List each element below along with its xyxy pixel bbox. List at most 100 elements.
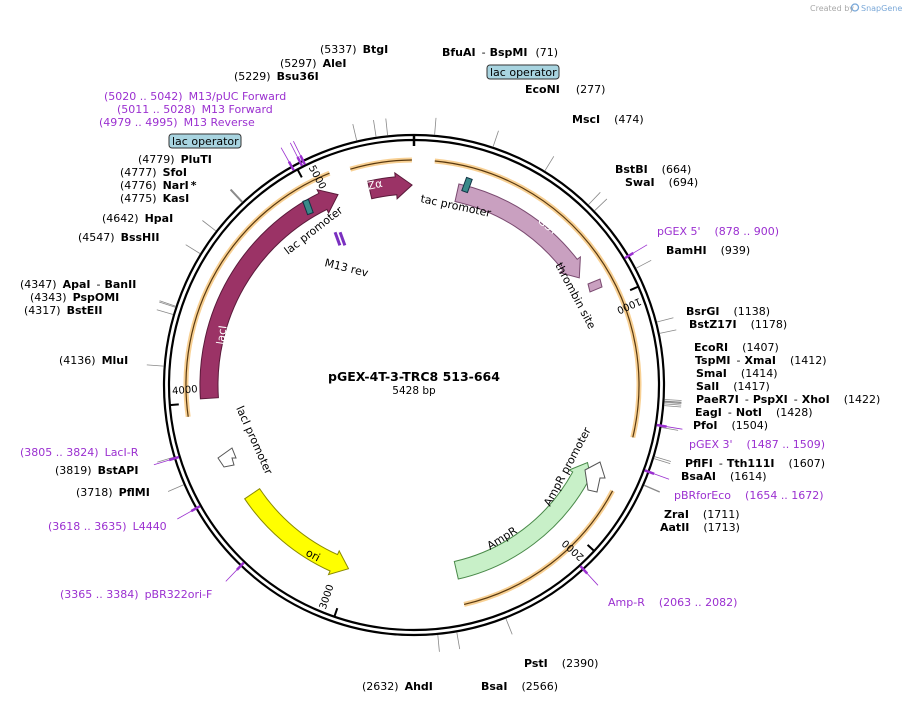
site-eagi[interactable]: EagI-NotI(1428) [695,406,813,419]
ampr-promoter-arrow [584,461,606,493]
site-bsshii[interactable]: (4547)BssHII [78,231,159,244]
site-pspomi[interactable]: (4343)PspOMI [30,291,119,304]
m13-rev-mark-a [333,231,342,246]
site-pflfi[interactable]: PflFI-Tth111I(1607) [685,457,825,470]
laczalpha-label: lacZα [351,177,384,196]
site-nari[interactable]: (4776)NarI* [120,179,197,192]
site-leader-12 [664,400,682,403]
tick-4000 [169,403,179,407]
orange-arc-left-inner [185,172,330,417]
site-leader-14 [664,402,682,404]
site-bstapi[interactable]: (3819)BstAPI [55,464,138,477]
site-sali[interactable]: SalI(1417) [696,380,770,393]
site-smai[interactable]: SmaI(1414) [696,367,777,380]
site-bstbi[interactable]: BstBI(664) [615,163,691,176]
primer-laci-r[interactable]: (3805 .. 3824)LacI-R [20,446,139,459]
site-leader-7 [594,198,608,211]
site-alei[interactable]: (5297)AleI [280,57,346,70]
site-ecori[interactable]: EcoRI(1407) [694,341,779,354]
site-ahdi[interactable]: (2632)AhdI [362,680,433,693]
primer-l4440[interactable]: (3618 .. 3635)L4440 [48,520,167,533]
site-leader-36 [230,188,243,202]
site-econi[interactable]: EcoNI(277) [525,83,605,96]
primer-amp-r[interactable]: Amp-R(2063 .. 2082) [608,596,737,609]
site-leader-15 [664,403,682,406]
orange-arc-right-inner [434,160,640,438]
site-leader-3 [434,117,437,135]
primer-mark-0 [299,155,307,166]
site-leader-32 [202,220,217,232]
ori-label: ori [304,546,323,564]
site-leader-21 [643,485,660,493]
site-bsaai[interactable]: BsaAI(1614) [681,470,767,483]
site-bamhi[interactable]: BamHI(939) [666,244,750,257]
lac-operator-label-top: lac operator [490,66,557,79]
site-pflmi[interactable]: (3718)PflMI [76,486,150,499]
site-btgi[interactable]: (5337)BtgI [320,43,388,56]
site-bsteii[interactable]: (4317)BstEII [24,304,102,317]
orange-arc-top [349,157,412,172]
site-apai[interactable]: (4347)ApaI-BanII [20,278,136,291]
site-leader-17 [661,427,679,431]
laci-feature[interactable] [199,188,339,400]
site-aatii[interactable]: AatII(1713) [660,521,740,534]
ampr-feature[interactable] [453,461,593,580]
site-bsai[interactable]: BsaI(2566) [481,680,558,693]
primer-m13-reverse[interactable]: (4979 .. 4995)M13 Reverse [99,116,255,129]
tick-5000 [296,168,303,178]
site-tspmi[interactable]: TspMI-XmaI(1412) [695,354,827,367]
lac-operator-label-left: lac operator [172,135,239,148]
site-leader-5 [544,156,555,172]
site-sfoi[interactable]: (4777)SfoI [120,166,187,179]
site-leader-16 [664,405,682,408]
leader-layer [146,117,683,652]
site-bsrgi[interactable]: BsrGI(1138) [686,305,770,318]
laczalpha-feature[interactable] [367,171,413,200]
primer-mark-2 [287,160,295,172]
site-leader-24 [437,634,440,652]
primer-labels: (5020 .. 5042)M13/pUC Forward (5011 .. 5… [20,90,825,609]
m13-rev-mark-b [338,231,347,246]
site-bsu36i[interactable]: (5229)Bsu36I [234,70,319,83]
laci-promoter-arrow [217,447,237,468]
site-leader-31 [185,244,201,254]
site-msci[interactable]: MscI(474) [572,113,644,126]
laci-promoter-label: lacI promoter [233,404,275,477]
site-leader-9 [656,317,674,323]
site-leader-30 [159,300,176,307]
small-features [217,176,606,493]
primer-pgex5[interactable]: pGEX 5'(878 .. 900) [657,225,779,238]
site-zrai[interactable]: ZraI(1711) [664,508,740,521]
site-labels: (5337)BtgI (5297)AleI (5229)Bsu36I BfuAI… [20,43,880,693]
primer-pgex3[interactable]: pGEX 3'(1487 .. 1509) [689,438,825,451]
primer-m13-puc-forward[interactable]: (5020 .. 5042)M13/pUC Forward [104,90,286,103]
primer-pbr322ori-f[interactable]: (3365 .. 3384)pBR322ori-F [60,588,212,601]
gst-feature[interactable] [454,183,581,279]
site-leader-0 [385,118,388,136]
site-mlui[interactable]: (4136)MluI [59,354,128,367]
site-kasi[interactable]: (4775)KasI [120,192,189,205]
lac-operator-box-left [168,133,242,149]
site-leader-26 [157,456,174,463]
site-swai[interactable]: SwaI(694) [625,176,698,189]
site-psti[interactable]: PstI(2390) [524,657,598,670]
credit-text: Created by [810,4,854,13]
site-pfoi[interactable]: PfoI(1504) [693,419,768,432]
site-leader-35 [230,189,243,203]
plasmid-size: 5428 bp [392,385,436,397]
site-paer7i[interactable]: PaeR7I-PspXI-XhoI(1422) [696,393,880,406]
ori-feature[interactable] [244,488,350,576]
site-pluti[interactable]: (4779)PluTI [138,153,212,166]
site-leader-13 [664,401,682,404]
primer-mark-5 [644,469,655,475]
tick-label-4000: 4000 [172,384,198,397]
primer-m13-forward[interactable]: (5011 .. 5028)M13 Forward [117,103,273,116]
primer-mark-7 [235,561,245,571]
site-leader-25 [167,484,184,492]
primer-pbrforeco[interactable]: pBRforEco(1654 .. 1672) [674,489,824,502]
site-bstz17i[interactable]: BstZ17I(1178) [689,318,787,331]
tick-3000 [333,607,339,618]
site-leader-18 [654,456,672,462]
site-bfuai[interactable]: BfuAI-BspMI(71) [442,46,558,59]
site-hpai[interactable]: (4642)HpaI [102,212,173,225]
